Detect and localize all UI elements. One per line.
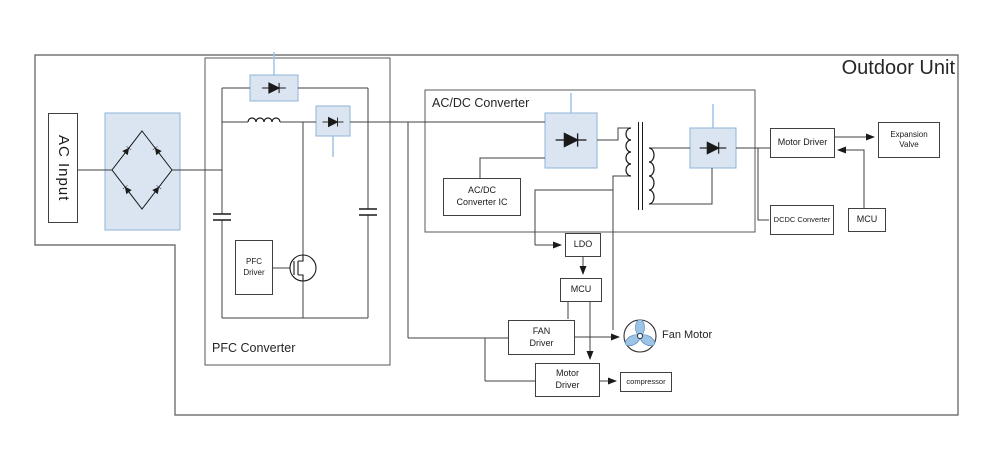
capacitor-icon bbox=[213, 213, 231, 221]
bridge-rectifier-box bbox=[104, 112, 181, 231]
acdc-ic-label-line1: AC/DC bbox=[467, 185, 496, 196]
motor-driver-top-label: Motor Driver bbox=[777, 137, 828, 148]
wires bbox=[78, 87, 875, 385]
bridge-rectifier-icon bbox=[111, 130, 173, 210]
fan-motor-label: Fan Motor bbox=[662, 329, 713, 341]
ac-input-label: AC Input bbox=[54, 134, 72, 202]
outdoor-unit-boundary bbox=[34, 54, 959, 416]
capacitor-icons bbox=[213, 208, 377, 221]
mcu-mid-label: MCU bbox=[570, 284, 592, 295]
fan-driver-block: FAN Driver bbox=[508, 320, 575, 355]
pfc-driver-block: PFC Driver bbox=[235, 240, 273, 295]
pfc-driver-label-line1: PFC bbox=[246, 257, 262, 267]
acdc-section-box bbox=[424, 89, 756, 233]
expansion-valve-label-line1: Expansion bbox=[890, 129, 928, 139]
compressor-label: compressor bbox=[626, 377, 666, 387]
component-boxes bbox=[104, 74, 737, 231]
ldo-label: LDO bbox=[573, 239, 593, 250]
pfc-section-box bbox=[204, 57, 391, 366]
acdc-converter-ic-block: AC/DC Converter IC bbox=[443, 178, 521, 216]
transformer-icon bbox=[625, 122, 655, 210]
dcdc-converter-block: DCDC Converter bbox=[770, 205, 834, 235]
capacitor-icon bbox=[359, 208, 377, 216]
acdc-section-label: AC/DC Converter bbox=[432, 96, 530, 110]
mcu-right-label: MCU bbox=[856, 214, 878, 225]
motor-driver-bottom-label-line1: Motor bbox=[555, 368, 579, 379]
motor-driver-bottom-block: Motor Driver bbox=[535, 363, 600, 397]
selection-ticks bbox=[273, 52, 714, 157]
page-title: Outdoor Unit bbox=[841, 57, 955, 79]
compressor-block: compressor bbox=[620, 372, 672, 392]
acdc-ic-label-line2: Converter IC bbox=[456, 197, 508, 207]
mcu-right-block: MCU bbox=[848, 208, 886, 232]
motor-driver-top-block: Motor Driver bbox=[770, 128, 835, 158]
pfc-section-label: PFC Converter bbox=[212, 341, 296, 355]
expansion-valve-block: Expansion Valve bbox=[878, 122, 940, 158]
expansion-valve-label-line2: Valve bbox=[899, 140, 919, 149]
mosfet-icon bbox=[289, 254, 317, 282]
ac-input-block: AC Input bbox=[48, 113, 78, 223]
fan-driver-label-line1: FAN bbox=[532, 325, 551, 336]
fan-icon bbox=[623, 319, 657, 353]
inductor-icon bbox=[247, 117, 281, 123]
ldo-block: LDO bbox=[565, 233, 601, 257]
fan-driver-label-line2: Driver bbox=[529, 337, 554, 348]
mcu-mid-block: MCU bbox=[560, 278, 602, 302]
pfc-driver-label-line2: Driver bbox=[243, 267, 265, 277]
motor-driver-bottom-label-line2: Driver bbox=[555, 380, 580, 390]
dcdc-converter-label: DCDC Converter bbox=[773, 215, 831, 225]
